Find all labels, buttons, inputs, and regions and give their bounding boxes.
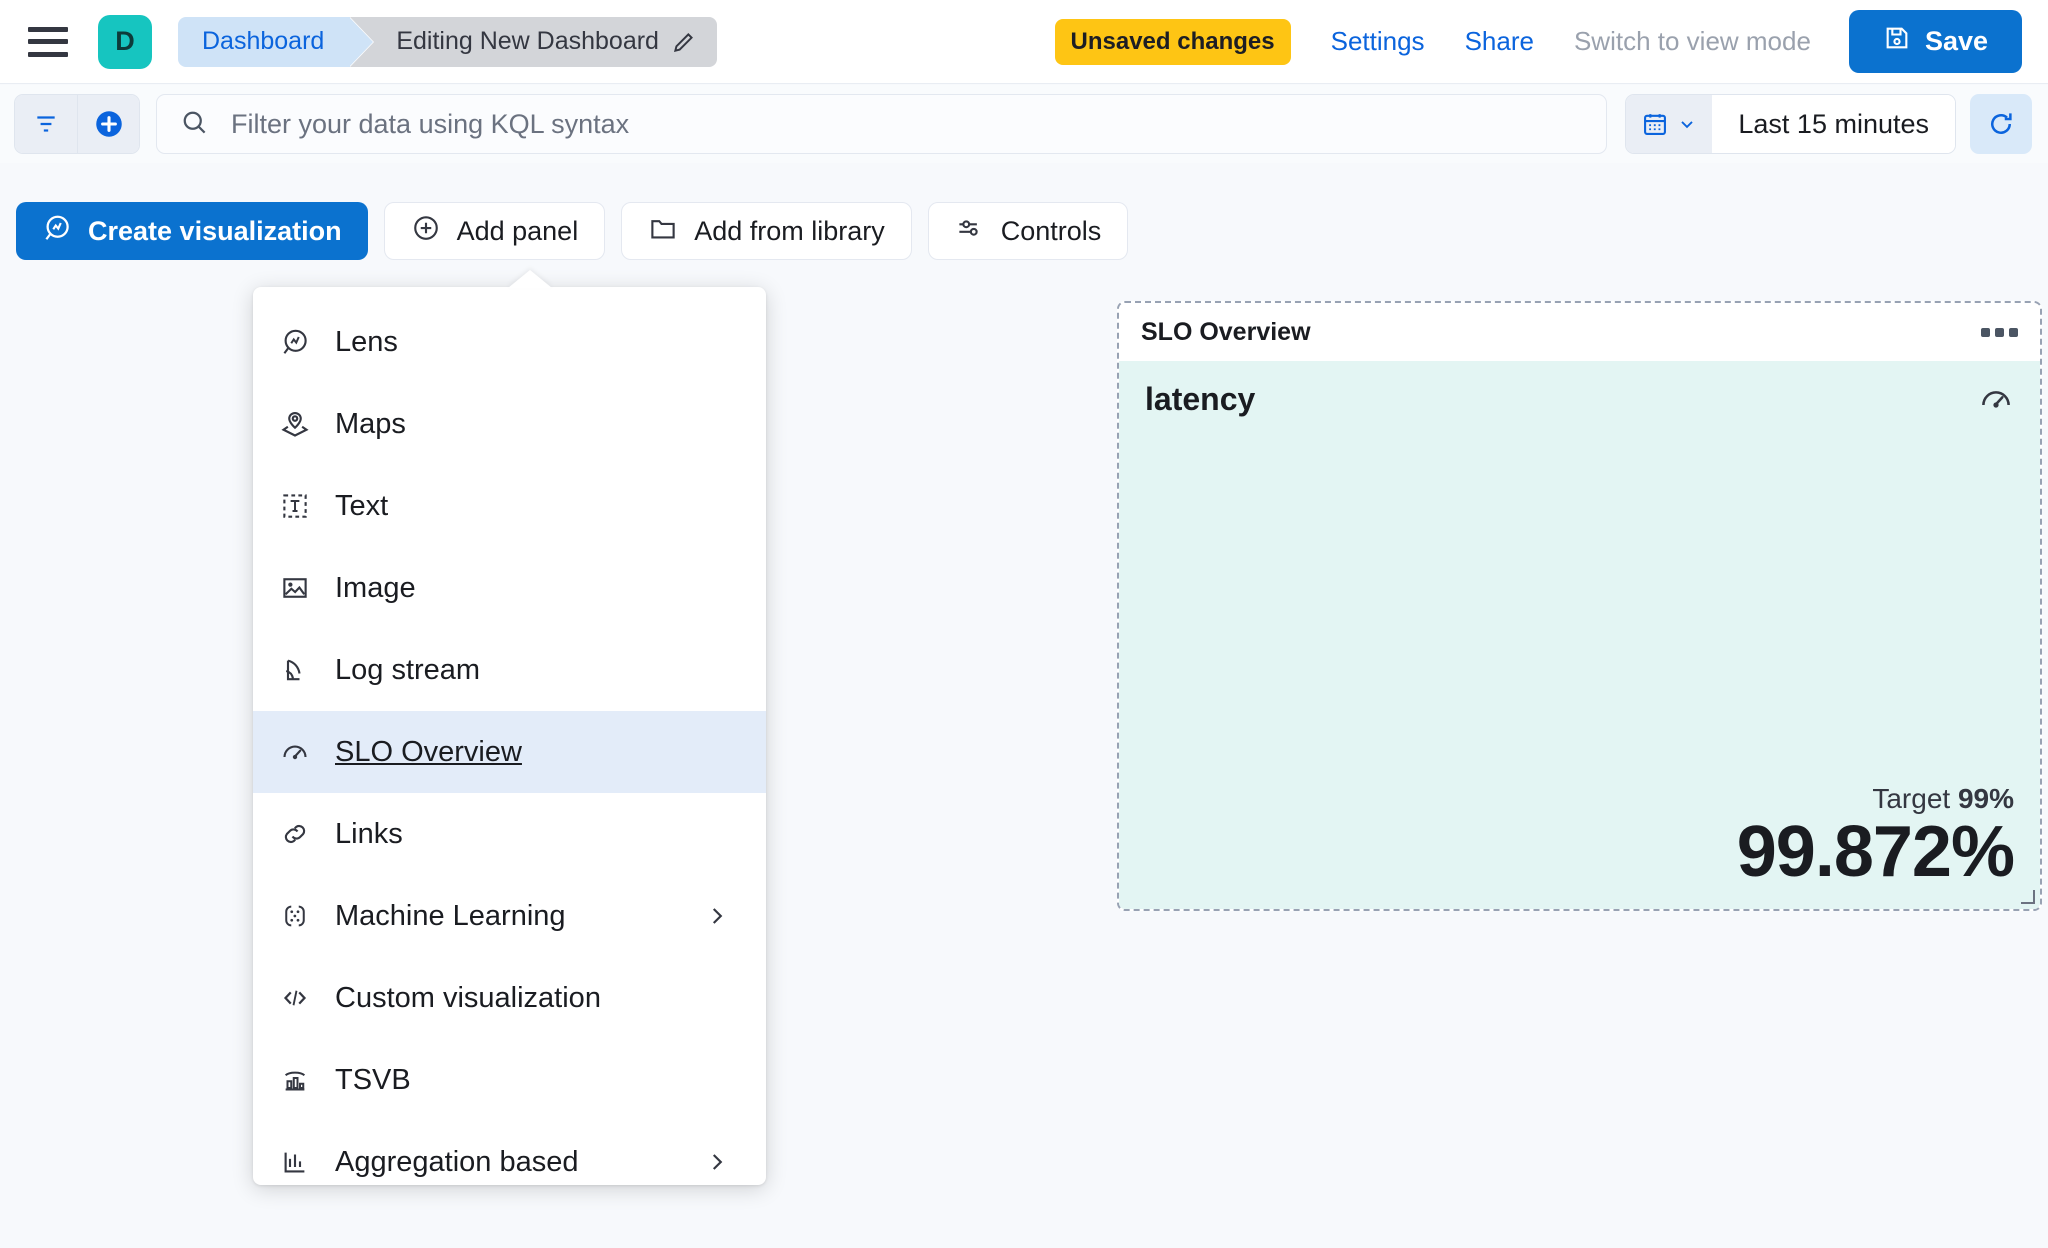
code-brackets-icon: [277, 983, 313, 1013]
image-icon: [277, 573, 313, 603]
slo-name: latency: [1145, 381, 1256, 417]
menu-item-label: TSVB: [335, 1063, 411, 1096]
hamburger-menu-icon[interactable]: [28, 26, 68, 57]
save-button[interactable]: Save: [1848, 10, 2022, 73]
slo-stats: Target 99% 99.872%: [1736, 783, 2015, 893]
breadcrumb-current[interactable]: Editing New Dashboard: [350, 16, 717, 67]
menu-item-maps[interactable]: Maps: [253, 383, 766, 465]
tsvb-chart-icon: [277, 1065, 313, 1095]
settings-link[interactable]: Settings: [1330, 26, 1425, 56]
controls-button[interactable]: Controls: [927, 202, 1129, 260]
slo-target: Target 99%: [1737, 783, 2014, 815]
chevron-right-icon: [704, 903, 730, 929]
dashboard-toolbar: Create visualization Add panel Add from …: [0, 198, 2048, 264]
menu-item-tsvb[interactable]: TSVB: [253, 1039, 766, 1121]
time-range-value[interactable]: Last 15 minutes: [1712, 95, 1955, 153]
app-badge-letter: D: [115, 26, 135, 56]
add-panel-label: Add panel: [456, 215, 579, 246]
plus-circle-icon: [411, 213, 441, 250]
sliders-icon: [955, 213, 985, 250]
search-icon: [179, 107, 209, 142]
add-panel-button[interactable]: Add panel: [383, 202, 606, 260]
menu-item-text[interactable]: Text: [253, 465, 766, 547]
menu-item-links[interactable]: Links: [253, 793, 766, 875]
panel-title: SLO Overview: [1141, 317, 1311, 346]
menu-arrow: [508, 270, 552, 288]
machine-learning-icon: [277, 901, 313, 931]
aggregation-chart-icon: [277, 1147, 313, 1177]
refresh-icon[interactable]: [1970, 94, 2032, 154]
menu-item-machine-learning[interactable]: Machine Learning: [253, 875, 766, 957]
controls-label: Controls: [1000, 215, 1102, 246]
create-visualization-button[interactable]: Create visualization: [16, 202, 368, 260]
menu-item-label: Custom visualization: [335, 981, 601, 1014]
filter-button-group: [14, 94, 140, 154]
lens-icon: [277, 327, 313, 357]
gauge-icon: [1978, 381, 2014, 422]
link-icon: [277, 819, 313, 849]
menu-item-custom-visualization[interactable]: Custom visualization: [253, 957, 766, 1039]
chevron-right-icon: [704, 1149, 730, 1175]
slo-target-label: Target: [1872, 783, 1951, 815]
menu-item-label: Links: [335, 817, 403, 850]
menu-item-lens[interactable]: Lens: [253, 301, 766, 383]
add-panel-menu: Lens Maps Text: [253, 270, 766, 1185]
menu-item-slo-overview[interactable]: SLO Overview: [253, 711, 766, 793]
menu-item-label: Lens: [335, 325, 398, 358]
slo-overview-panel[interactable]: SLO Overview latency Targe: [1117, 301, 2042, 911]
menu-item-label: Log stream: [335, 653, 481, 686]
panel-resize-handle[interactable]: [2019, 888, 2035, 904]
menu-item-image[interactable]: Image: [253, 547, 766, 629]
add-circle-icon[interactable]: [77, 95, 139, 153]
breadcrumb-dashboard-label: Dashboard: [202, 27, 325, 55]
slo-current-value: 99.872%: [1736, 812, 2015, 893]
add-from-library-label: Add from library: [694, 215, 885, 246]
breadcrumb: Dashboard Editing New Dashboard: [178, 16, 717, 67]
slo-target-value: 99%: [1957, 783, 2014, 815]
lens-icon: [42, 213, 72, 250]
pencil-icon[interactable]: [671, 29, 697, 55]
chevron-down-icon: [1681, 121, 1694, 129]
slo-panel-body: latency Target 99% 99.872%: [1119, 361, 2040, 909]
app-header: D Dashboard Editing New Dashboard Unsave…: [0, 0, 2048, 84]
time-picker: Last 15 minutes: [1625, 94, 1956, 154]
app-badge[interactable]: D: [98, 14, 152, 69]
breadcrumb-dashboard[interactable]: Dashboard: [178, 16, 374, 67]
create-visualization-label: Create visualization: [88, 215, 342, 246]
menu-item-label: Machine Learning: [335, 899, 566, 932]
folder-icon: [648, 213, 678, 250]
panel-context-menu-icon[interactable]: [1981, 327, 2018, 337]
search-input-placeholder: Filter your data using KQL syntax: [231, 108, 630, 139]
search-input[interactable]: Filter your data using KQL syntax: [156, 94, 1608, 154]
panel-header: SLO Overview: [1119, 303, 2040, 361]
add-from-library-button[interactable]: Add from library: [621, 202, 912, 260]
status-badge-unsaved: Unsaved changes: [1054, 18, 1291, 65]
menu-item-label: Text: [335, 489, 389, 522]
calendar-icon[interactable]: [1626, 95, 1713, 153]
query-bar: Filter your data using KQL syntax Last 1…: [0, 85, 2048, 163]
menu-item-aggregation-based[interactable]: Aggregation based: [253, 1121, 766, 1203]
gauge-icon: [277, 737, 313, 767]
text-box-icon: [277, 491, 313, 521]
share-link[interactable]: Share: [1464, 26, 1534, 56]
menu-item-label: Maps: [335, 407, 406, 440]
switch-to-view-mode-link[interactable]: Switch to view mode: [1573, 26, 1811, 56]
log-stream-icon: [277, 655, 313, 685]
menu-item-log-stream[interactable]: Log stream: [253, 629, 766, 711]
breadcrumb-current-label: Editing New Dashboard: [396, 27, 659, 55]
save-button-label: Save: [1924, 26, 1988, 56]
save-disk-icon: [1883, 24, 1911, 59]
menu-item-label: Image: [335, 571, 416, 604]
map-marker-layers-icon: [277, 409, 313, 439]
menu-item-label: SLO Overview: [335, 735, 522, 768]
menu-item-label: Aggregation based: [335, 1145, 579, 1178]
filter-icon[interactable]: [15, 95, 77, 153]
